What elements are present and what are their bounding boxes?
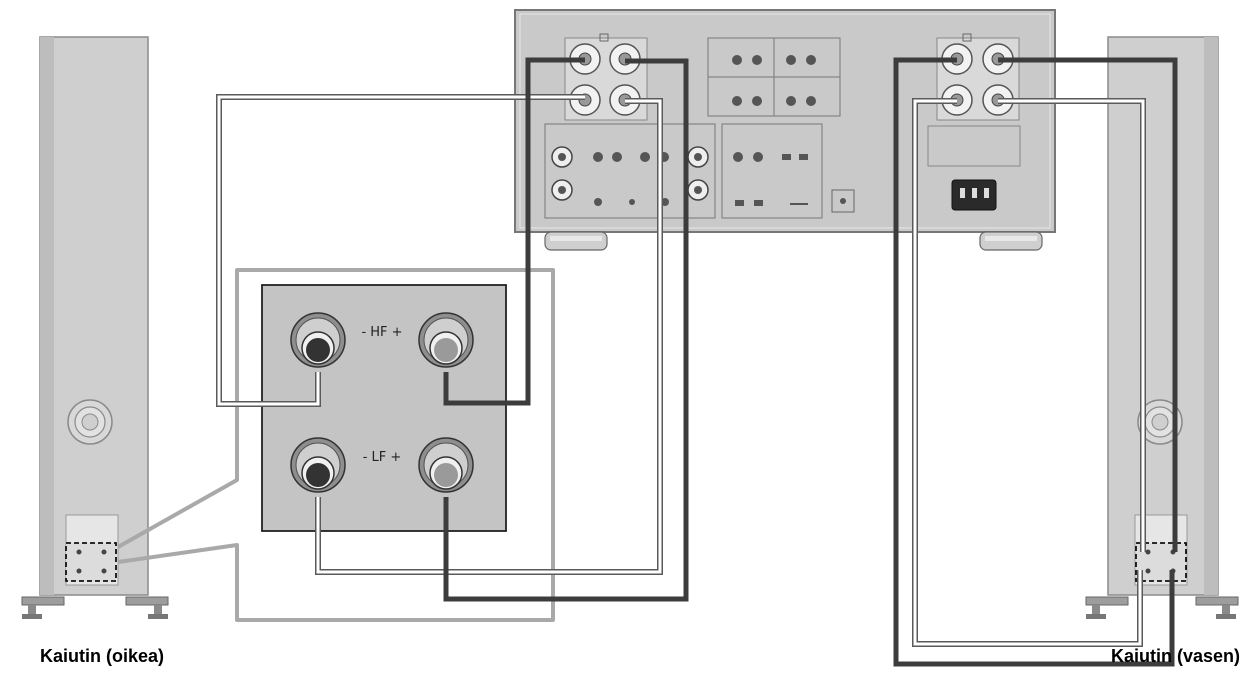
lf-terminal-label: - LF + <box>363 450 402 465</box>
binding-post-icon <box>290 312 346 368</box>
cable-positive-left-outer <box>893 57 1175 667</box>
terminal-zoom-callout: - HF + - LF + <box>117 268 555 622</box>
speaker-left <box>1085 36 1239 619</box>
cable-positive-hf-right <box>443 57 585 406</box>
speaker-right-caption: Kaiutin (oikea) <box>40 646 165 666</box>
amplifier-rear-panel <box>514 9 1056 251</box>
binding-post-icon <box>418 312 474 368</box>
amplifier-foot-icon <box>979 231 1043 251</box>
xlr-connector-icon <box>551 146 709 201</box>
binding-post-icon <box>418 437 474 493</box>
speaker-left-caption: Kaiutin (vasen) <box>1110 646 1240 666</box>
cable-positive-left-inner <box>998 57 1178 552</box>
speaker-woofer-icon <box>67 399 113 445</box>
cable-positive-lf-right <box>443 58 689 602</box>
speaker-right <box>21 36 169 619</box>
power-inlet-icon <box>951 179 997 211</box>
binding-post-icon <box>290 437 346 493</box>
amplifier-foot-icon <box>544 231 608 251</box>
rca-jack-icon <box>733 152 763 162</box>
cable-negative-left-outer <box>912 98 1143 647</box>
rca-jack-icon <box>732 55 816 106</box>
hf-terminal-label: - HF + <box>361 325 402 340</box>
cable-negative-left-inner <box>998 98 1146 552</box>
cable-negative-hf-right <box>216 94 585 407</box>
cable-negative-lf-right <box>315 98 663 575</box>
speaker-woofer-icon <box>1137 399 1183 445</box>
